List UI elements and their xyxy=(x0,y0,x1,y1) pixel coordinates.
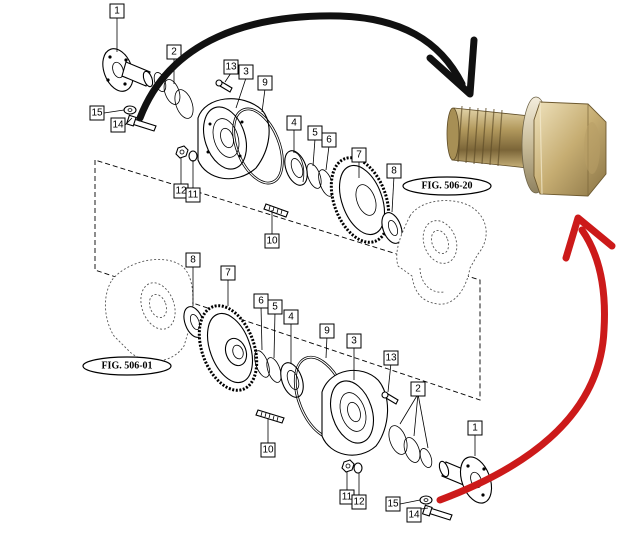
knuckle-upper xyxy=(396,200,487,305)
svg-text:4: 4 xyxy=(288,312,294,323)
red-arrow-head xyxy=(562,214,616,262)
svg-text:12: 12 xyxy=(353,497,365,508)
svg-text:15: 15 xyxy=(387,499,399,510)
drive-flange-upper xyxy=(102,48,154,92)
svg-text:13: 13 xyxy=(385,353,397,364)
svg-text:6: 6 xyxy=(326,135,332,146)
callout-6-lower: 6 xyxy=(253,293,269,309)
o-rings-lower xyxy=(388,425,433,468)
svg-text:14: 14 xyxy=(408,510,420,521)
stud-lower xyxy=(255,409,285,424)
callout-10-lower: 10 xyxy=(260,442,276,458)
nut-washer-lower xyxy=(341,459,363,474)
svg-text:15: 15 xyxy=(91,108,103,119)
callout-5-lower: 5 xyxy=(267,299,283,315)
dashed-boundary xyxy=(94,159,481,401)
svg-text:13: 13 xyxy=(225,62,237,73)
svg-text:7: 7 xyxy=(356,150,362,161)
callout-1-upper: 1 xyxy=(109,3,125,19)
callout-14-upper: 14 xyxy=(110,117,126,133)
stud-upper xyxy=(263,203,289,218)
svg-text:11: 11 xyxy=(342,492,353,503)
spacer-ring-5-lower xyxy=(266,357,282,383)
small-bolt-lower xyxy=(381,391,399,405)
svg-text:8: 8 xyxy=(190,255,196,266)
bearing-8-upper xyxy=(381,212,403,244)
callout-8-lower: 8 xyxy=(185,252,201,268)
svg-text:2: 2 xyxy=(171,47,177,58)
small-bolt-upper xyxy=(215,79,233,93)
black-arrow xyxy=(136,12,466,122)
svg-text:5: 5 xyxy=(272,302,278,313)
bearing-lower xyxy=(280,362,304,398)
svg-text:14: 14 xyxy=(112,120,124,131)
svg-text:1: 1 xyxy=(472,423,478,434)
callout-2-upper: 2 xyxy=(166,44,182,60)
bearing-upper xyxy=(284,150,308,186)
callout-3-upper: 3 xyxy=(238,64,254,80)
callout-4-lower: 4 xyxy=(283,309,299,325)
svg-text:9: 9 xyxy=(262,78,268,89)
svg-text:2: 2 xyxy=(415,384,421,395)
callout-7-upper: 7 xyxy=(351,147,367,163)
svg-text:1: 1 xyxy=(114,6,120,17)
callouts-upper: 1 2 13 3 9 15 14 4 5 6 7 12 11 8 10 xyxy=(89,3,402,249)
svg-text:5: 5 xyxy=(312,128,318,139)
large-o-ring-upper-inner xyxy=(234,109,282,183)
nut-washer-upper xyxy=(175,145,198,162)
ring-gear-upper xyxy=(329,156,391,244)
fig-ref-lower-left: FIG. 506-01 xyxy=(82,356,172,376)
red-arrow xyxy=(436,226,608,504)
callout-6-upper: 6 xyxy=(321,132,337,148)
housing-upper xyxy=(197,98,270,180)
callout-4-upper: 4 xyxy=(286,115,302,131)
upper-assembly xyxy=(102,48,487,305)
svg-text:9: 9 xyxy=(324,326,330,337)
large-o-ring-upper xyxy=(232,107,284,185)
bolt-photo xyxy=(446,96,607,197)
spacer-ring-5-upper xyxy=(306,163,322,189)
housing-lower xyxy=(321,369,389,456)
svg-text:FIG. 506-20: FIG. 506-20 xyxy=(421,181,472,192)
svg-text:3: 3 xyxy=(243,67,249,78)
knuckle-lower xyxy=(105,258,194,362)
svg-text:7: 7 xyxy=(225,268,231,279)
callout-5-upper: 5 xyxy=(307,125,323,141)
black-arrow-head xyxy=(426,36,478,98)
callout-8-upper: 8 xyxy=(386,163,402,179)
svg-text:FIG. 506-01: FIG. 506-01 xyxy=(101,361,152,372)
svg-text:10: 10 xyxy=(262,445,274,456)
svg-text:10: 10 xyxy=(266,236,278,247)
leader-lines xyxy=(103,18,476,510)
callout-13-upper: 13 xyxy=(223,59,239,75)
callout-3-lower: 3 xyxy=(346,333,362,349)
callout-11-upper: 11 xyxy=(185,187,201,203)
svg-text:4: 4 xyxy=(291,118,297,129)
callout-1-lower: 1 xyxy=(467,420,483,436)
callout-15-lower: 15 xyxy=(385,496,401,512)
callout-13-lower: 13 xyxy=(383,350,399,366)
callout-9-lower: 9 xyxy=(319,323,335,339)
callout-12-lower: 12 xyxy=(351,494,367,510)
callouts-lower: 8 7 6 5 4 9 3 13 2 10 1 11 12 15 14 xyxy=(185,252,483,523)
callout-7-lower: 7 xyxy=(220,265,236,281)
svg-text:11: 11 xyxy=(188,190,199,201)
lower-assembly xyxy=(105,258,493,521)
callout-9-upper: 9 xyxy=(257,75,273,91)
svg-text:8: 8 xyxy=(391,166,397,177)
ring-gear-lower xyxy=(197,304,259,392)
callout-10-upper: 10 xyxy=(264,233,280,249)
callout-14-lower: 14 xyxy=(406,507,422,523)
svg-text:3: 3 xyxy=(351,336,357,347)
callout-2-lower: 2 xyxy=(410,381,426,397)
callout-15-upper: 15 xyxy=(89,105,105,121)
spacer-ring-6-lower xyxy=(254,350,270,378)
svg-text:6: 6 xyxy=(258,296,264,307)
fig-ref-upper-right: FIG. 506-20 xyxy=(402,176,492,196)
bolt-washer-lower xyxy=(419,495,453,521)
svg-text:12: 12 xyxy=(175,186,187,197)
